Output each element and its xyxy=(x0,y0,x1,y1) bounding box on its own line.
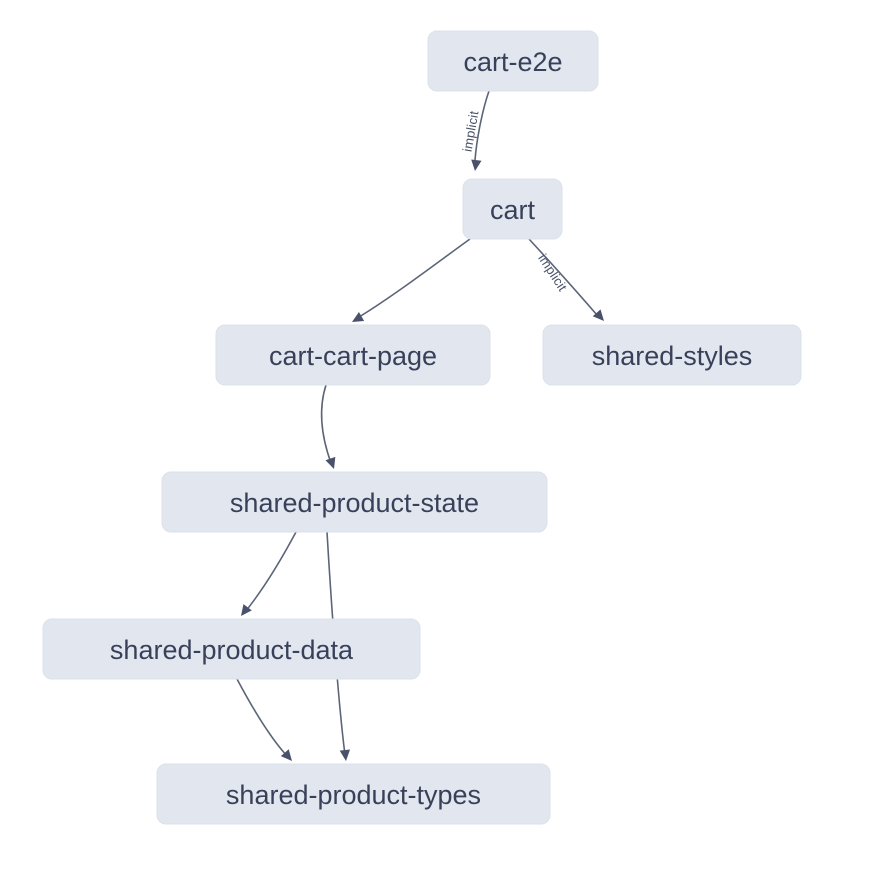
arrowhead-cart-cart-page--shared-product-state xyxy=(325,456,336,469)
arrowhead-cart--shared-styles xyxy=(592,309,604,321)
node-shared-styles[interactable]: shared-styles xyxy=(542,324,802,386)
node-cart-cart-page[interactable]: cart-cart-page xyxy=(215,324,491,386)
arrow-icon xyxy=(471,159,482,171)
edge-cart-cart-page--shared-product-state xyxy=(320,384,332,464)
edge-shared-product-state--shared-product-data xyxy=(244,531,297,613)
node-label: shared-styles xyxy=(592,341,753,371)
nodes-layer: cart-e2e cart cart-cart-page shared-styles s… xyxy=(42,30,802,825)
node-label: shared-product-types xyxy=(226,780,481,810)
node-cart[interactable]: cart xyxy=(462,178,563,240)
node-box xyxy=(156,763,551,825)
arrow-icon xyxy=(592,309,604,321)
arrowhead-shared-product-state--shared-product-types xyxy=(339,749,351,761)
node-label: shared-product-data xyxy=(110,635,354,665)
node-label: cart-e2e xyxy=(463,47,562,77)
node-box xyxy=(42,618,421,680)
node-box xyxy=(542,324,802,386)
node-shared-product-state[interactable]: shared-product-state xyxy=(161,471,548,533)
node-box xyxy=(215,324,491,386)
arrow-icon xyxy=(325,456,336,469)
edge-label-cart-e2e--cart: implicit xyxy=(460,109,482,152)
node-box xyxy=(161,471,548,533)
node-label: shared-product-state xyxy=(230,488,479,518)
edge-shared-product-data--shared-product-types xyxy=(236,678,289,758)
node-shared-product-data[interactable]: shared-product-data xyxy=(42,618,421,680)
node-box xyxy=(462,178,563,240)
arrow-icon xyxy=(339,749,351,761)
arrowhead-cart-e2e--cart xyxy=(471,159,482,171)
node-cart-e2e[interactable]: cart-e2e xyxy=(427,30,599,92)
arrow-icon xyxy=(352,311,365,322)
edge-label-cart--shared-styles: implicit xyxy=(535,251,570,294)
edge-cart-e2e--cart xyxy=(474,90,490,161)
node-box xyxy=(427,30,599,92)
node-label: cart xyxy=(490,195,536,225)
edge-cart--shared-styles xyxy=(528,238,598,316)
arrow-icon xyxy=(241,604,252,616)
arrowhead-cart--cart-cart-page xyxy=(352,311,365,322)
arrow-icon xyxy=(280,749,292,761)
arrowhead-shared-product-state--shared-product-data xyxy=(241,604,252,616)
edge-cart--cart-cart-page xyxy=(358,238,471,318)
arrowhead-shared-product-data--shared-product-types xyxy=(280,749,292,761)
node-shared-product-types[interactable]: shared-product-types xyxy=(156,763,551,825)
node-label: cart-cart-page xyxy=(269,341,437,371)
